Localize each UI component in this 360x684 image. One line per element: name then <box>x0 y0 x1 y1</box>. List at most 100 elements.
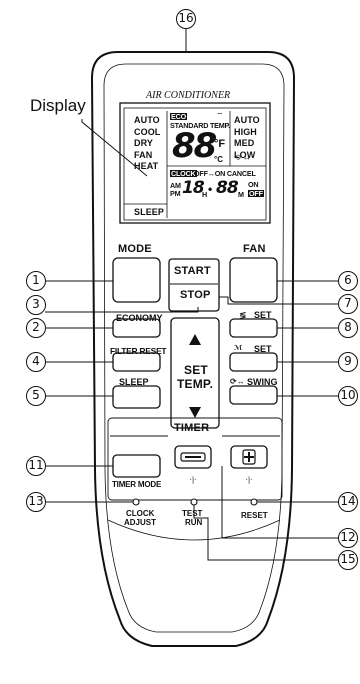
callout-6: 6 <box>338 271 358 291</box>
callout-10: 10 <box>338 386 358 406</box>
lcd-fan-high: HIGH <box>234 126 257 137</box>
fan-label: FAN <box>243 243 266 255</box>
set-vertical-label: SET <box>254 310 272 320</box>
callout-2: 2 <box>26 318 46 338</box>
clock-adjust-label-1: CLOCK <box>126 509 155 518</box>
lcd-hours: 18 <box>182 178 205 198</box>
fan-button[interactable] <box>230 258 277 302</box>
temp-down-button[interactable] <box>171 378 219 428</box>
swing-lcd-icon: ⟲ ↔ <box>234 153 251 162</box>
callout-14: 14 <box>338 492 358 512</box>
test-run-button[interactable] <box>188 496 200 508</box>
reset-button[interactable] <box>248 496 260 508</box>
economy-button[interactable] <box>113 319 160 337</box>
lcd-mode-cool: COOL <box>134 126 161 137</box>
sleep-label: SLEEP <box>119 377 149 387</box>
lcd-temp-digits: 88 <box>172 126 217 166</box>
set-horizontal-label: SET <box>254 344 272 354</box>
start-label: START <box>174 265 211 277</box>
timer-mode-button[interactable] <box>113 455 160 477</box>
clock-adjust-label-2: ADJUST <box>124 518 157 527</box>
svg-text:·|·: ·|· <box>246 476 253 484</box>
swing-button[interactable] <box>230 386 277 404</box>
callout-4: 4 <box>26 352 46 372</box>
test-run-label-1: TEST <box>182 509 203 518</box>
lcd-minutes: 88 <box>216 178 239 198</box>
timer-mode-label: TIMER MODE <box>112 480 162 489</box>
timer-minus-button[interactable] <box>175 446 211 468</box>
callout-9: 9 <box>338 352 358 372</box>
callout-8: 8 <box>338 318 358 338</box>
set-horizontal-button[interactable] <box>230 353 277 371</box>
lcd-inner <box>123 107 267 221</box>
lcd-unit-c: °C <box>214 155 223 164</box>
callout-3: 3 <box>26 295 46 315</box>
callout-1: 1 <box>26 271 46 291</box>
display-label: Display <box>30 96 86 115</box>
lcd-m: M <box>238 190 244 199</box>
economy-label: ECONOMY <box>116 313 163 323</box>
lcd-mode-list: AUTO COOL DRY FAN HEAT <box>134 115 160 173</box>
bottom-curve <box>107 519 281 541</box>
set-vertical-button[interactable] <box>230 319 277 337</box>
swing-label: SWING <box>247 377 278 387</box>
reset-label: RESET <box>241 511 268 520</box>
callout-13: 13 <box>26 492 46 512</box>
vertical-flap-icon: ≶ <box>239 310 247 320</box>
callout-12: 12 <box>338 528 358 548</box>
callout-16: 16 <box>176 9 196 29</box>
sleep-button-shape <box>112 385 161 409</box>
svg-text:·|·: ·|· <box>190 476 197 484</box>
lcd-fan-low: LOW <box>234 149 256 160</box>
lcd-mode-heat: HEAT <box>134 161 159 171</box>
lcd-h: H <box>202 190 207 199</box>
lcd-clock: CLOCK <box>170 169 197 178</box>
callout-5: 5 <box>26 386 46 406</box>
lcd-fan-med: MED <box>234 138 255 148</box>
callout-7: 7 <box>338 294 358 314</box>
set-temp-label-2: TEMP. <box>177 377 214 391</box>
mode-label: MODE <box>118 243 152 255</box>
filter-reset-button[interactable] <box>113 353 160 371</box>
callout-15: 15 <box>338 550 358 570</box>
lcd-timer-row: OFF↔ON CANCEL <box>194 169 256 178</box>
lcd-standard-temp: STANDARD TEMP. <box>170 121 231 130</box>
lcd-sleep: SLEEP <box>134 207 165 217</box>
lcd-off: OFF <box>248 189 264 198</box>
set-temp-shape <box>170 317 220 429</box>
lcd-pm: PM <box>170 189 181 198</box>
mode-button[interactable] <box>113 258 160 302</box>
signal-icon: ⌔ <box>216 111 224 120</box>
timer-plus-button[interactable] <box>231 446 267 468</box>
sleep-button[interactable] <box>113 386 160 408</box>
lcd-mode-auto: AUTO <box>134 115 160 125</box>
test-run-label-2: RUN <box>185 518 203 527</box>
swing-button-shape <box>229 385 278 405</box>
start-stop-button[interactable] <box>169 259 219 311</box>
lcd-fan-auto: AUTO <box>234 115 260 125</box>
brand-text: AIR CONDITIONER <box>146 90 231 101</box>
callout-11: 11 <box>26 456 46 476</box>
lcd-am: AM <box>170 181 181 190</box>
lcd-eco: ECO <box>170 112 187 121</box>
horizontal-flap-icon: ℳ <box>234 345 243 352</box>
filter-reset-label: FILTER RESET <box>110 346 167 356</box>
mode-button-shape <box>112 257 161 303</box>
swing-icon: ⟳↔ <box>230 377 245 386</box>
fan-button-shape <box>229 257 278 303</box>
timer-label: TIMER <box>174 422 210 434</box>
temp-up-button[interactable] <box>171 318 219 368</box>
lcd-fan-list: AUTO HIGH MED LOW <box>234 115 260 161</box>
set-temp-label-1: SET <box>184 363 208 377</box>
lcd-mode-dry: DRY <box>134 138 153 148</box>
remote-inner-outline <box>103 63 285 633</box>
start-stop-shape <box>168 258 220 312</box>
stop-label: STOP <box>180 289 211 301</box>
lcd-unit-f: °F <box>214 138 226 150</box>
lcd-mode-fan: FAN <box>134 149 153 160</box>
lcd-on: ON <box>248 180 259 189</box>
lcd-colon: • <box>208 182 213 196</box>
clock-adjust-button[interactable] <box>130 496 142 508</box>
